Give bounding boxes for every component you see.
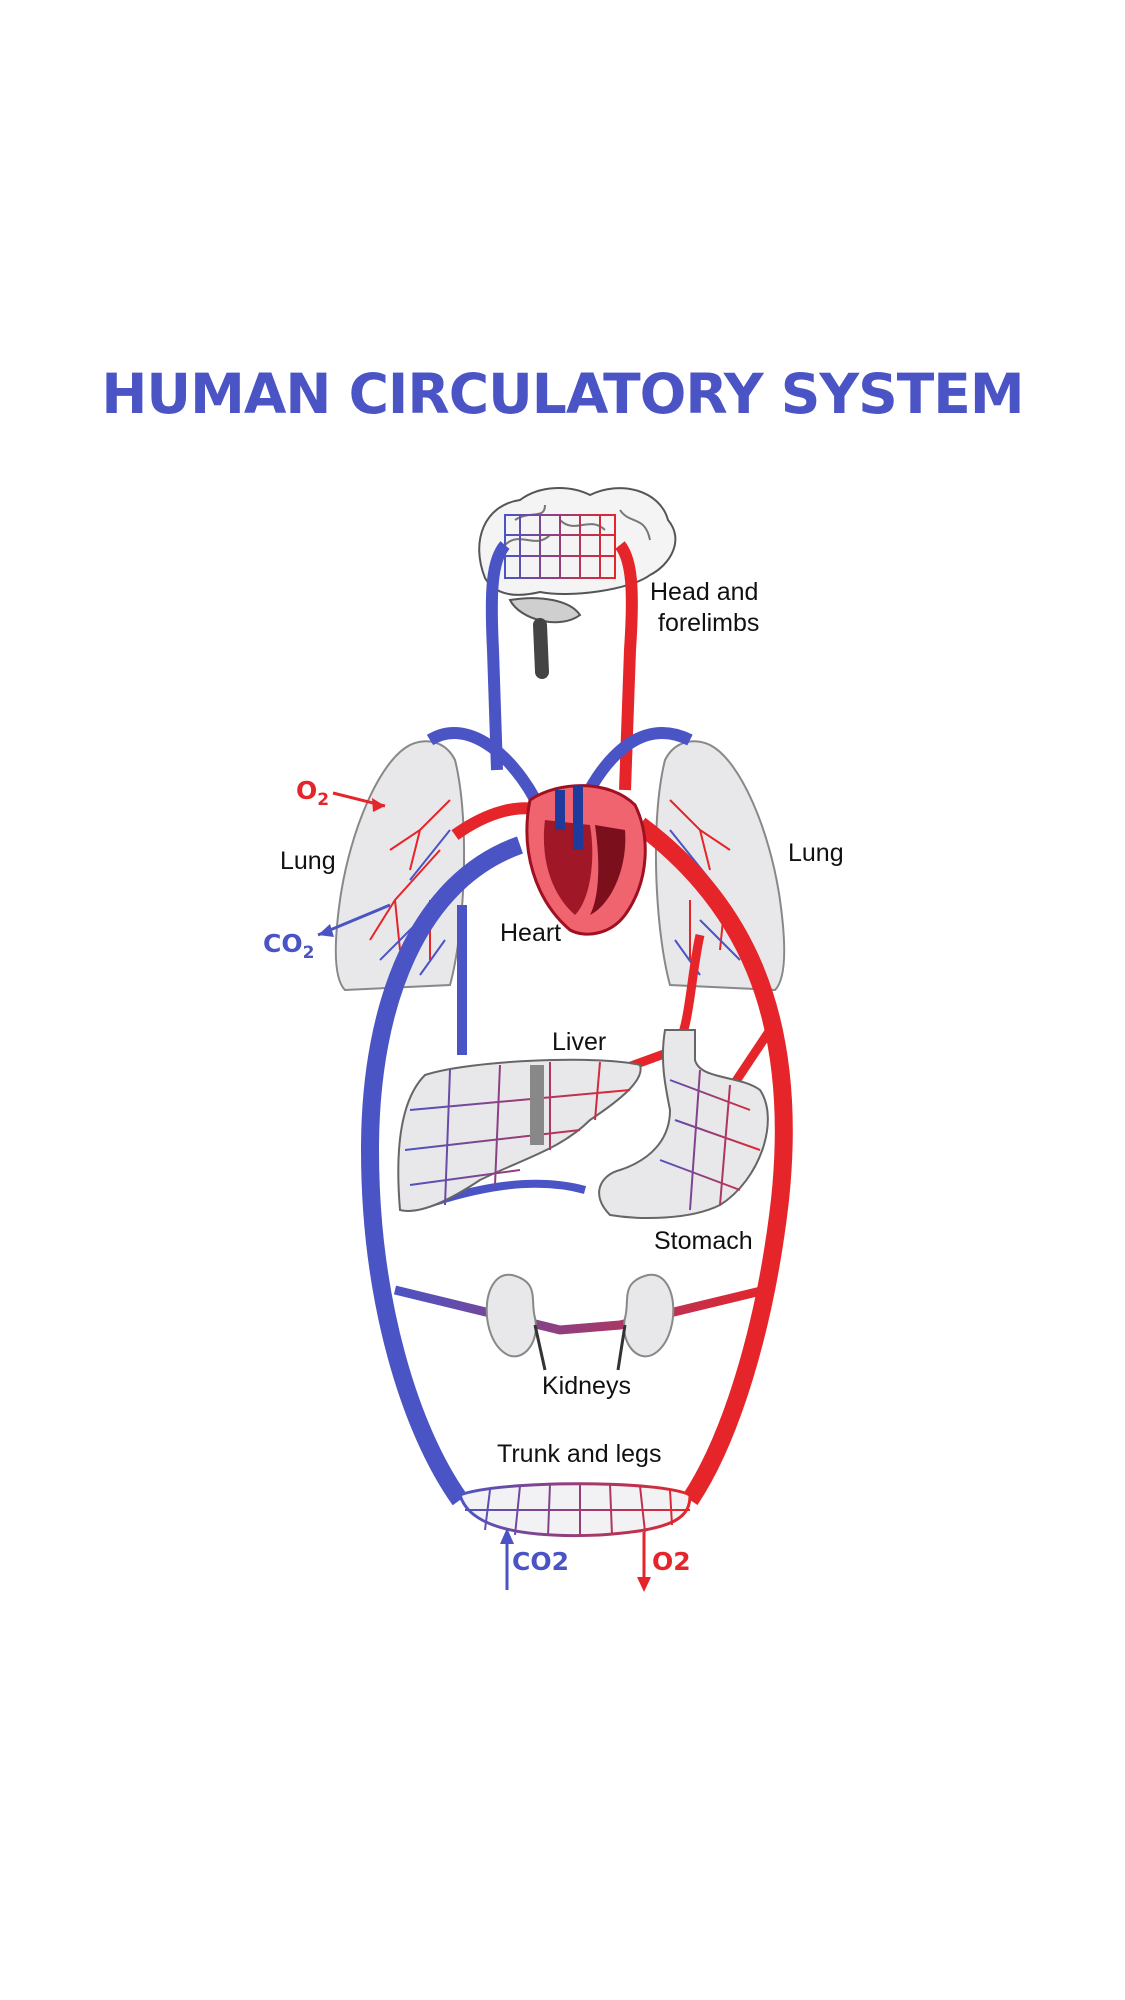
gas-arrows [317, 791, 651, 1592]
blood-vessels [360, 541, 793, 1506]
right-lung-illustration [654, 740, 786, 992]
label-lung-co2: CO2 [263, 929, 314, 963]
stomach-illustration [598, 1029, 769, 1219]
brain-illustration [478, 487, 677, 679]
label-trunk-co2: CO2 [512, 1547, 569, 1576]
label-lung-right: Lung [788, 839, 844, 867]
liver-illustration [397, 1058, 642, 1212]
label-head-line2: forelimbs [658, 609, 759, 637]
label-trunk-and-legs: Trunk and legs [497, 1440, 661, 1468]
label-lung-o2: O2 [296, 776, 329, 810]
heart-illustration [525, 784, 647, 936]
label-heart: Heart [500, 919, 561, 947]
trunk-capillary-bed [458, 1482, 692, 1538]
diagram-title: HUMAN CIRCULATORY SYSTEM [101, 362, 1024, 426]
label-stomach: Stomach [654, 1227, 753, 1255]
label-kidneys: Kidneys [542, 1372, 631, 1400]
label-lung-left: Lung [280, 847, 336, 875]
kidneys-illustration [485, 1273, 675, 1371]
label-trunk-o2: O2 [652, 1547, 691, 1576]
label-head-line1: Head and [650, 578, 758, 606]
label-liver: Liver [552, 1028, 606, 1056]
